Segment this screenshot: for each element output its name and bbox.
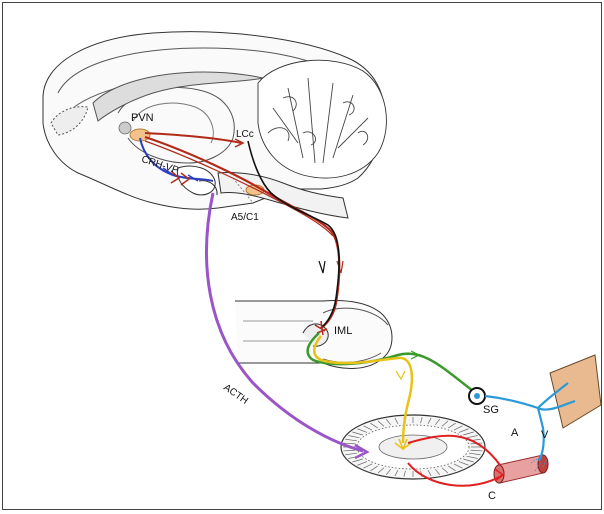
yellow-arrow	[396, 371, 405, 379]
label-v: V	[541, 430, 548, 441]
label-iml: IML	[334, 326, 352, 337]
pvn-adjacent-dot	[119, 122, 131, 134]
label-c: C	[488, 491, 496, 502]
sg-core	[474, 393, 480, 399]
label-pvn: PVN	[131, 113, 154, 124]
descending-black-arrow	[319, 261, 325, 273]
label-sg: SG	[483, 405, 499, 416]
label-a5c1: A5/C1	[231, 213, 259, 223]
label-lcc: LCc	[236, 130, 254, 140]
cerebellum	[258, 60, 386, 178]
spinal-cord-section	[235, 301, 392, 369]
label-a: A	[511, 428, 518, 439]
